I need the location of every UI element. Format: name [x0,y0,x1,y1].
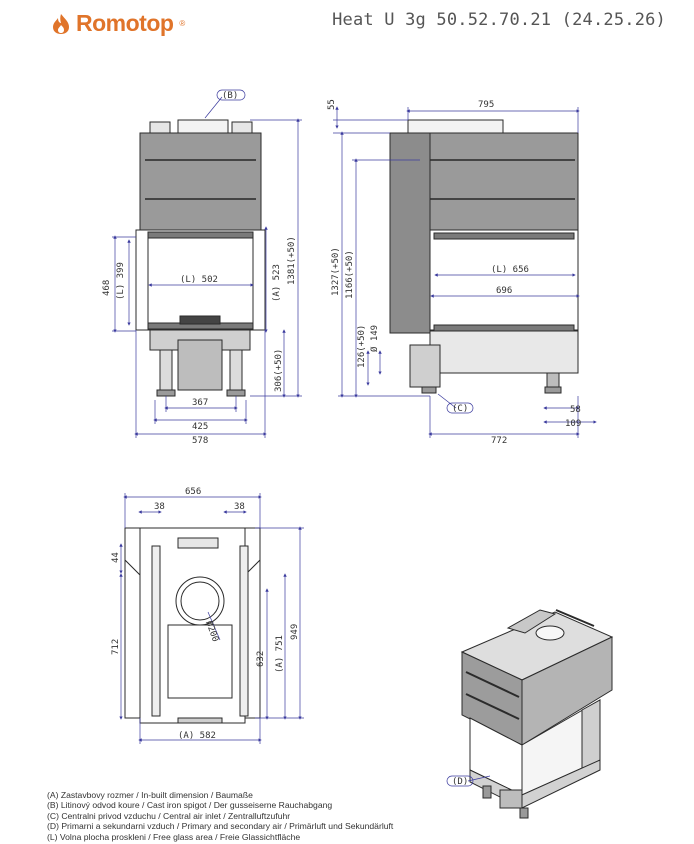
dim-d149: Ø 149 [369,325,380,352]
dim-38-right: 38 [234,502,245,512]
front-view-labels: (B) 468 (L) 399 (L) 502 (A) 523 1381(+50… [102,91,297,446]
callout-d: (D) [452,777,468,787]
callout-b: (B) [222,91,238,101]
legend-item-c: (C) Centralni privod vzduchu / Central a… [47,810,291,821]
dim-a751: (A) 751 [275,635,285,673]
dim-a582: (A) 582 [178,731,216,741]
legend-item-d: (D) Primarni a sekundarni vzduch / Prima… [47,821,394,832]
dim-126: 126(+50) [357,325,367,368]
front-view [135,119,266,397]
dim-656-top: 656 [185,487,201,497]
dim-1166: 1166(+50) [345,250,355,299]
side-view-labels: 795 55 1327(+50) 1166(+50) (L) 656 696 Ø… [327,99,581,446]
legend: (A) Zastavbovy rozmer / In-built dimensi… [47,790,393,842]
dim-306: 306(+50) [274,349,284,392]
dim-109: 109 [565,419,581,429]
dim-772: 772 [491,436,507,446]
brand-registered-mark: ® [179,19,186,28]
model-title: Heat U 3g 50.52.70.21 (24.25.26) [332,10,666,30]
dim-1327: 1327(+50) [331,247,341,296]
top-view [124,527,261,724]
dim-44: 44 [111,552,121,563]
legend-item-a: (A) Zastavbovy rozmer / In-built dimensi… [47,790,253,800]
dim-l399: (L) 399 [116,262,126,300]
dim-l502: (L) 502 [180,275,218,285]
dim-578: 578 [192,436,208,446]
dim-949: 949 [290,624,300,640]
dim-58: 58 [570,405,581,415]
dim-468: 468 [102,280,112,296]
legend-item-b: (B) Litinový odvod koure / Cast iron spi… [47,800,333,811]
side-view-dimensions [333,106,597,438]
dim-a523: (A) 523 [272,264,282,302]
iso-view [446,609,614,819]
dim-632: 632 [256,651,266,667]
side-view [389,119,579,394]
dim-1381: 1381(+50) [287,236,297,285]
dim-795: 795 [478,100,494,110]
brand-logo: Romotop ® [52,10,185,37]
dim-l656: (L) 656 [491,265,529,275]
legend-item-l: (L) Volna plocha proskleni / Free glass … [47,831,301,842]
dim-367: 367 [192,398,208,408]
front-view-dimensions [112,89,302,438]
dim-55: 55 [327,99,337,110]
brand-name: Romotop [76,10,174,36]
callout-c: (C) [452,404,468,414]
dim-425: 425 [192,422,208,432]
dim-712: 712 [111,639,121,655]
top-view-dimensions [119,493,304,744]
dim-38-left: 38 [154,502,165,512]
flame-icon [53,13,69,34]
dim-696: 696 [496,286,512,296]
